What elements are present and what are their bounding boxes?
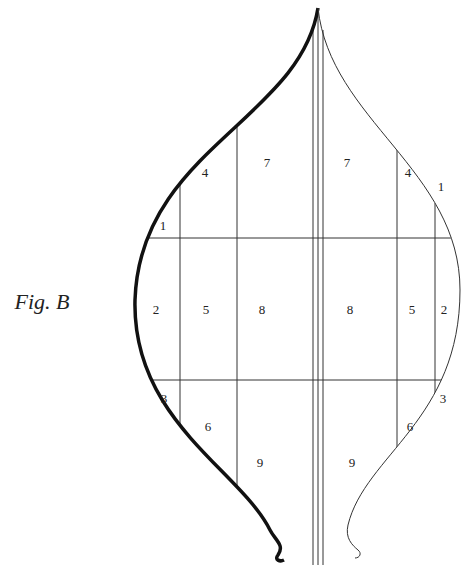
cell-number: 2 xyxy=(153,303,160,316)
cell-number: 4 xyxy=(405,166,412,179)
cell-number: 4 xyxy=(202,166,209,179)
cell-number: 3 xyxy=(440,392,447,405)
cell-number: 9 xyxy=(257,456,264,469)
cell-number: 2 xyxy=(441,303,448,316)
leaf-left-edge xyxy=(135,8,318,561)
leaf-right-edge xyxy=(318,8,460,558)
cell-number: 1 xyxy=(438,180,445,193)
cell-number: 8 xyxy=(259,303,266,316)
cell-number: 5 xyxy=(203,303,210,316)
figure-label: Fig. B xyxy=(15,291,70,313)
cell-number: 6 xyxy=(205,420,212,433)
cell-number: 8 xyxy=(347,303,354,316)
cell-number: 3 xyxy=(161,392,168,405)
midrib xyxy=(313,8,323,565)
cell-number: 7 xyxy=(264,156,271,169)
grid-lines xyxy=(130,0,463,570)
cell-number: 9 xyxy=(349,456,356,469)
cell-number: 1 xyxy=(160,219,167,232)
cell-number: 5 xyxy=(409,303,416,316)
cell-number: 7 xyxy=(344,156,351,169)
cell-number: 6 xyxy=(407,420,414,433)
